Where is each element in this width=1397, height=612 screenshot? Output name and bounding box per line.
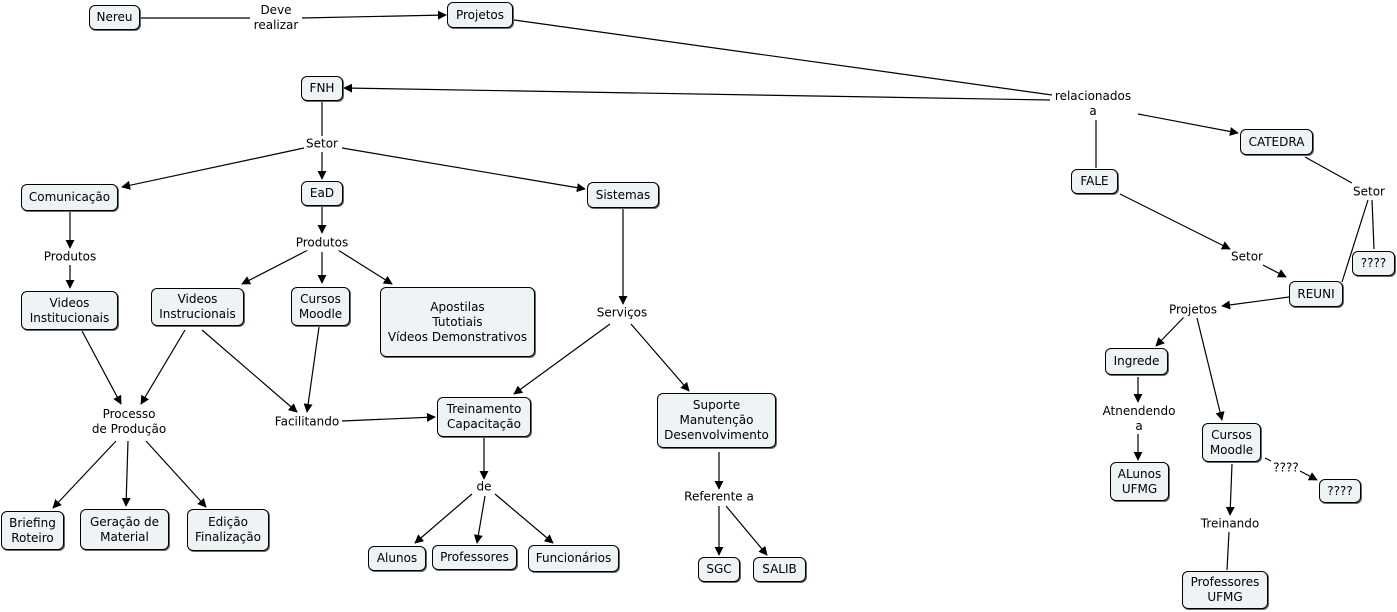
concept-funcionarios[interactable]: Funcionários [528,545,619,572]
concept-sgc[interactable]: SGC [698,557,740,582]
concept-apostilas[interactable]: Apostilas Tutotiais Vídeos Demonstrativo… [380,287,535,357]
link-deve-realizar: Deve realizar [252,3,300,33]
link-produtos-comunicacao: Produtos [42,249,98,265]
concept-videos-institucionais[interactable]: Videos Institucionais [21,291,118,330]
concept-professores[interactable]: Professores [432,545,517,570]
concept-alunos-ufmg[interactable]: ALunos UFMG [1110,462,1169,501]
concept-cursos-moodle-right[interactable]: Cursos Moodle [1202,423,1261,462]
link-de: de [475,479,493,495]
link-referente-a: Referente a [683,489,755,505]
concept-suporte[interactable]: Suporte Manutenção Desenvolvimento [657,393,776,448]
link-atendendo: Atnendendo a [1101,404,1177,434]
concept-treinamento[interactable]: Treinamento Capacitação [437,397,531,437]
link-question: ???? [1272,460,1300,476]
concept-fale[interactable]: FALE [1071,169,1118,194]
concept-question-2[interactable]: ???? [1319,479,1361,503]
link-setor-catedra: Setor [1352,184,1386,200]
concept-cursos-moodle[interactable]: Cursos Moodle [291,287,350,326]
link-facilitando: Facilitando [273,414,341,430]
concept-fnh[interactable]: FNH [301,76,343,101]
link-servicos: Serviços [595,305,649,321]
concept-sistemas[interactable]: Sistemas [587,182,659,208]
concept-briefing[interactable]: Briefing Roteiro [1,511,64,550]
link-processo-producao: Processo de Produção [90,407,168,437]
concept-professores-ufmg[interactable]: Professores UFMG [1182,571,1268,609]
link-produtos-ead: Produtos [294,235,350,251]
link-projetos-reuni: Projetos [1167,302,1219,318]
concept-ead[interactable]: EaD [301,181,343,206]
link-treinando: Treinando [1199,516,1261,532]
concept-question-1[interactable]: ???? [1352,251,1395,276]
concept-ingrede[interactable]: Ingrede [1105,348,1168,375]
concept-comunicacao[interactable]: Comunicação [21,184,118,211]
concept-nereu[interactable]: Nereu [89,5,140,30]
link-relacionados: relacionados a [1053,89,1133,119]
concept-edicao[interactable]: Edição Finalização [187,509,269,551]
link-setor-fnh: Setor [305,136,339,152]
concept-projetos[interactable]: Projetos [447,2,513,28]
link-setor-fale: Setor [1230,249,1264,265]
concept-salib[interactable]: SALIB [753,557,806,582]
concept-reuni[interactable]: REUNI [1289,281,1343,307]
concept-videos-instrucionais[interactable]: Videos Instrucionais [151,288,244,326]
concept-catedra[interactable]: CATEDRA [1240,129,1313,155]
concept-alunos[interactable]: Alunos [368,546,426,571]
concept-geracao[interactable]: Geração de Material [80,509,169,550]
